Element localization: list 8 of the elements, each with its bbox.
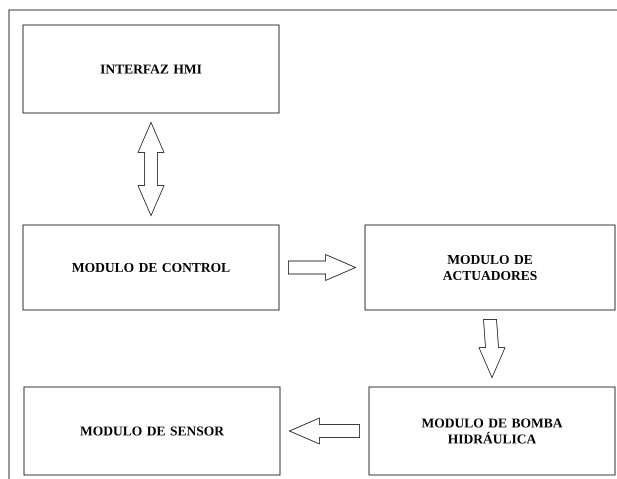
- module-box: INTERFAZ HMI: [22, 24, 280, 114]
- block-arrow: [478, 319, 506, 378]
- block-arrow: [288, 417, 360, 445]
- module-box: MODULO DE ACTUADORES: [364, 224, 616, 310]
- module-box: MODULO DE BOMBA HIDRÁULICA: [368, 386, 616, 476]
- module-box: MODULO DE SENSOR: [24, 386, 280, 476]
- module-box: MODULO DE CONTROL: [22, 224, 280, 310]
- block-arrow: [288, 254, 356, 282]
